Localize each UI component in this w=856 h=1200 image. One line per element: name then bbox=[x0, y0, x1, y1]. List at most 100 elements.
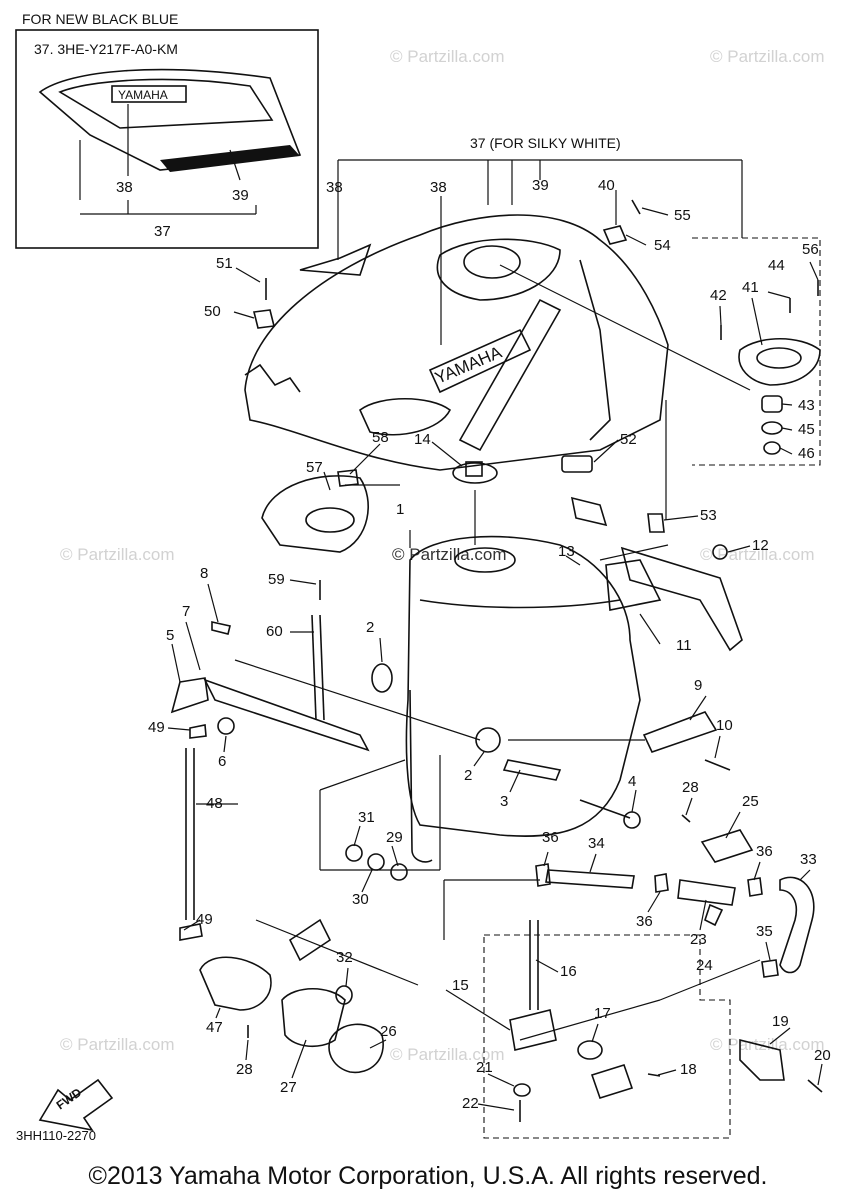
callout-16: 16 bbox=[560, 963, 577, 980]
middle-leaders bbox=[234, 400, 669, 940]
part-31 bbox=[345, 844, 363, 862]
callout-36: 36 bbox=[542, 829, 559, 846]
filler-assembly bbox=[261, 461, 498, 721]
inset-logo bbox=[111, 85, 187, 103]
part-55 bbox=[631, 199, 641, 215]
callout-13: 13 bbox=[558, 543, 575, 560]
part-28a bbox=[681, 814, 691, 823]
callout-38: 38 bbox=[116, 179, 133, 196]
watermark: © Partzilla.com bbox=[60, 1035, 175, 1054]
callout-3: 3 bbox=[500, 793, 508, 810]
callout-17: 17 bbox=[594, 1005, 611, 1022]
part-19 bbox=[739, 1038, 785, 1081]
callout-27: 27 bbox=[280, 1079, 297, 1096]
fuel-lines bbox=[535, 814, 815, 978]
callout-24: 24 bbox=[696, 957, 713, 974]
part-43 bbox=[761, 395, 783, 413]
part-21 bbox=[513, 1083, 531, 1097]
callout-23: 23 bbox=[690, 931, 707, 948]
watermark: © Partzilla.com bbox=[700, 545, 815, 564]
part-13 bbox=[570, 496, 608, 527]
callout-53: 53 bbox=[700, 507, 717, 524]
part-58 bbox=[337, 469, 359, 487]
part-49b bbox=[179, 923, 203, 941]
callout-30: 30 bbox=[352, 891, 369, 908]
fuel-tank-1 bbox=[405, 530, 641, 863]
fwd-arrow: FWD bbox=[38, 1078, 114, 1132]
silky-white-bracket: 37 (FOR SILKY WHITE) bbox=[337, 135, 743, 260]
watermark: © Partzilla.com bbox=[60, 545, 175, 564]
callout-34: 34 bbox=[588, 835, 605, 852]
part-2b bbox=[475, 727, 501, 753]
bracket-7 bbox=[203, 678, 370, 752]
callout-36: 36 bbox=[756, 843, 773, 860]
part-4 bbox=[579, 799, 631, 819]
part-14 bbox=[452, 462, 498, 484]
part-25 bbox=[700, 829, 754, 863]
part-46 bbox=[763, 441, 781, 455]
callout-25: 25 bbox=[742, 793, 759, 810]
mounting-parts bbox=[189, 663, 731, 829]
callout-5: 5 bbox=[166, 627, 174, 644]
fuel-cock-15 bbox=[509, 1009, 557, 1051]
callout-2: 2 bbox=[464, 767, 472, 784]
part-60 bbox=[311, 614, 317, 721]
callout-28: 28 bbox=[236, 1061, 253, 1078]
callout-10: 10 bbox=[716, 717, 733, 734]
fuel-pump-47 bbox=[199, 956, 272, 1011]
tank-cover-leaders bbox=[440, 190, 751, 391]
callout-11: 11 bbox=[676, 637, 692, 654]
callout-36: 36 bbox=[636, 913, 653, 930]
callout-60: 60 bbox=[266, 623, 283, 640]
part-53 bbox=[647, 513, 665, 533]
copyright-notice: ©2013 Yamaha Motor Corporation, U.S.A. A… bbox=[88, 1162, 768, 1190]
part-3 bbox=[502, 759, 562, 781]
gas-cap-41 bbox=[738, 337, 821, 386]
part-49a bbox=[189, 724, 207, 739]
small-parts-top bbox=[253, 199, 728, 560]
part-26 bbox=[328, 1023, 384, 1074]
fuel-cock-group bbox=[483, 920, 823, 1139]
callout-31: 31 bbox=[358, 809, 375, 826]
callout-7: 7 bbox=[182, 603, 190, 620]
inset-tank-panel bbox=[58, 78, 274, 129]
inset-tank-cover bbox=[38, 68, 302, 171]
clip-36c bbox=[747, 877, 763, 897]
filter-23 bbox=[677, 879, 736, 906]
part-45 bbox=[761, 421, 783, 435]
bracket-11 bbox=[620, 546, 743, 652]
callout-18: 18 bbox=[680, 1061, 697, 1078]
part-30 bbox=[367, 853, 385, 871]
callout-2: 2 bbox=[366, 619, 374, 636]
bolts-29-31 bbox=[345, 844, 408, 881]
callout-29: 29 bbox=[386, 829, 403, 846]
callout-1: 1 bbox=[396, 501, 404, 518]
callout-46: 46 bbox=[798, 445, 815, 462]
watermarks: © Partzilla.com © Partzilla.com © Partzi… bbox=[60, 47, 825, 1064]
part-12 bbox=[712, 544, 728, 560]
inset-logo-text: YAMAHA bbox=[118, 88, 168, 102]
callout-37: 37 bbox=[154, 223, 171, 240]
callout-32: 32 bbox=[336, 949, 353, 966]
fuel-cap-opening bbox=[436, 238, 561, 301]
callout-33: 33 bbox=[800, 851, 817, 868]
diagram-code: 3HH110-2270 bbox=[16, 1128, 96, 1143]
callout-49: 49 bbox=[148, 719, 165, 736]
watermark: © Partzilla.com bbox=[390, 1045, 505, 1064]
tank-logo-badge bbox=[428, 328, 532, 394]
callout-9: 9 bbox=[694, 677, 702, 694]
callout-41: 41 bbox=[742, 279, 759, 296]
part-18-plate bbox=[590, 1064, 634, 1099]
fuel-tank-cover: YAMAHA bbox=[244, 214, 669, 471]
inset-new-black-blue: FOR NEW BLACK BLUE 37. 3HE-Y217F-A0-KM Y… bbox=[15, 11, 319, 249]
part-10 bbox=[704, 759, 731, 771]
part-20 bbox=[807, 1079, 823, 1093]
callout-4: 4 bbox=[628, 773, 636, 790]
callout-19: 19 bbox=[772, 1013, 789, 1030]
inset-header: FOR NEW BLACK BLUE bbox=[22, 11, 178, 27]
callout-38: 38 bbox=[430, 179, 447, 196]
hose-33 bbox=[779, 876, 815, 974]
part-50 bbox=[253, 309, 275, 329]
part-9 bbox=[642, 711, 718, 753]
watermark: © Partzilla.com bbox=[710, 47, 825, 66]
